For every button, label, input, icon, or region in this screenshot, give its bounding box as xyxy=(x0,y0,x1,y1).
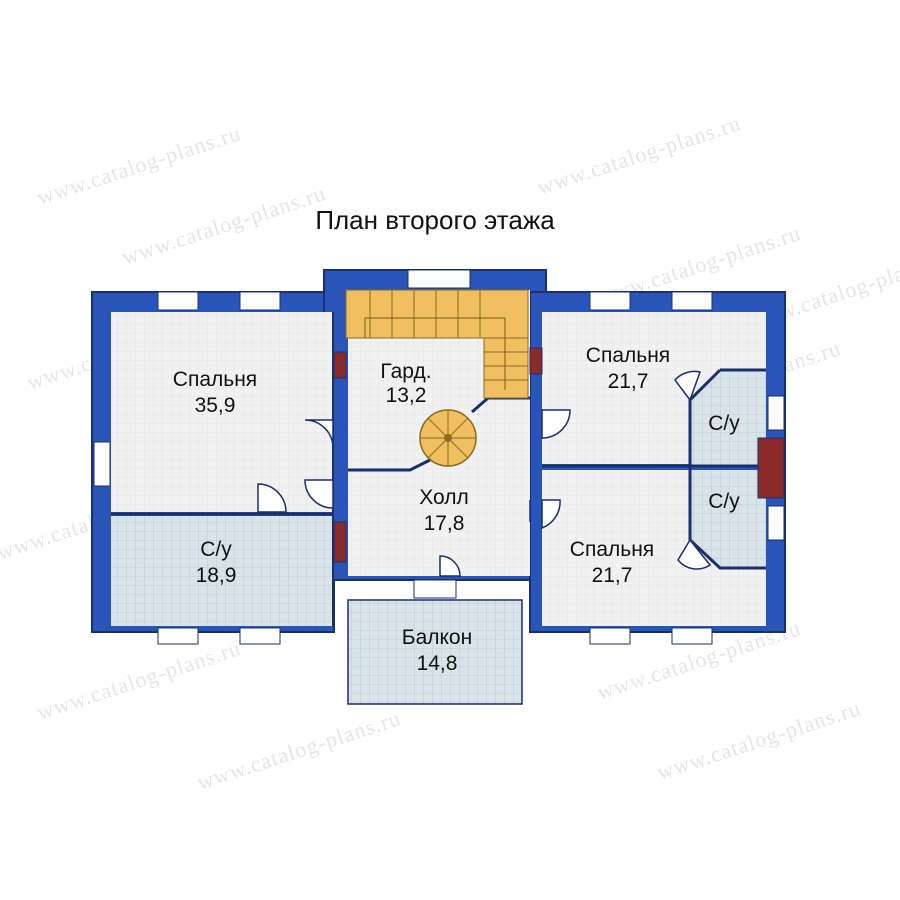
room-name: Балкон xyxy=(402,626,472,649)
room-name: Холл xyxy=(419,486,469,509)
staircase xyxy=(345,289,529,399)
room-name: Спальня xyxy=(570,538,654,561)
watermark: www.catalog-plans.ru xyxy=(534,110,744,200)
spiral-staircase xyxy=(419,409,477,467)
watermark: www.catalog-plans.ru xyxy=(654,695,864,785)
room-name: С/у xyxy=(200,538,232,561)
room-area: 21,7 xyxy=(592,564,633,587)
room-area: 14,8 xyxy=(417,652,458,675)
plan-title: План второго этажа xyxy=(315,205,555,235)
room-name: С/у xyxy=(708,490,740,513)
room-area: 21,7 xyxy=(608,370,649,393)
bathroom-2-floor xyxy=(690,370,766,466)
room-name: С/у xyxy=(708,412,740,435)
balcony-floor xyxy=(347,599,523,705)
bathroom-1-floor xyxy=(111,516,333,626)
bathroom-3-floor xyxy=(690,470,766,568)
door-swings xyxy=(257,370,712,577)
room-area: 18,9 xyxy=(196,564,237,587)
door-frames xyxy=(333,347,785,563)
room-area: 17,8 xyxy=(424,512,465,535)
watermark: www.catalog-plans.ru xyxy=(34,120,244,210)
watermark: www.catalog-plans.ru xyxy=(194,705,404,795)
watermark: www.catalog-plans.ru xyxy=(34,635,244,725)
room-name: Спальня xyxy=(173,368,257,391)
room-area: 35,9 xyxy=(195,394,236,417)
windows xyxy=(93,269,785,645)
room-labels: Спальня 35,9 Гард. 13,2 Холл 17,8 С/у 18… xyxy=(173,344,740,675)
room-name: Гард. xyxy=(380,360,431,383)
room-area: 13,2 xyxy=(386,384,427,407)
room-name: Спальня xyxy=(586,344,670,367)
bedroom-1-floor xyxy=(111,312,333,512)
